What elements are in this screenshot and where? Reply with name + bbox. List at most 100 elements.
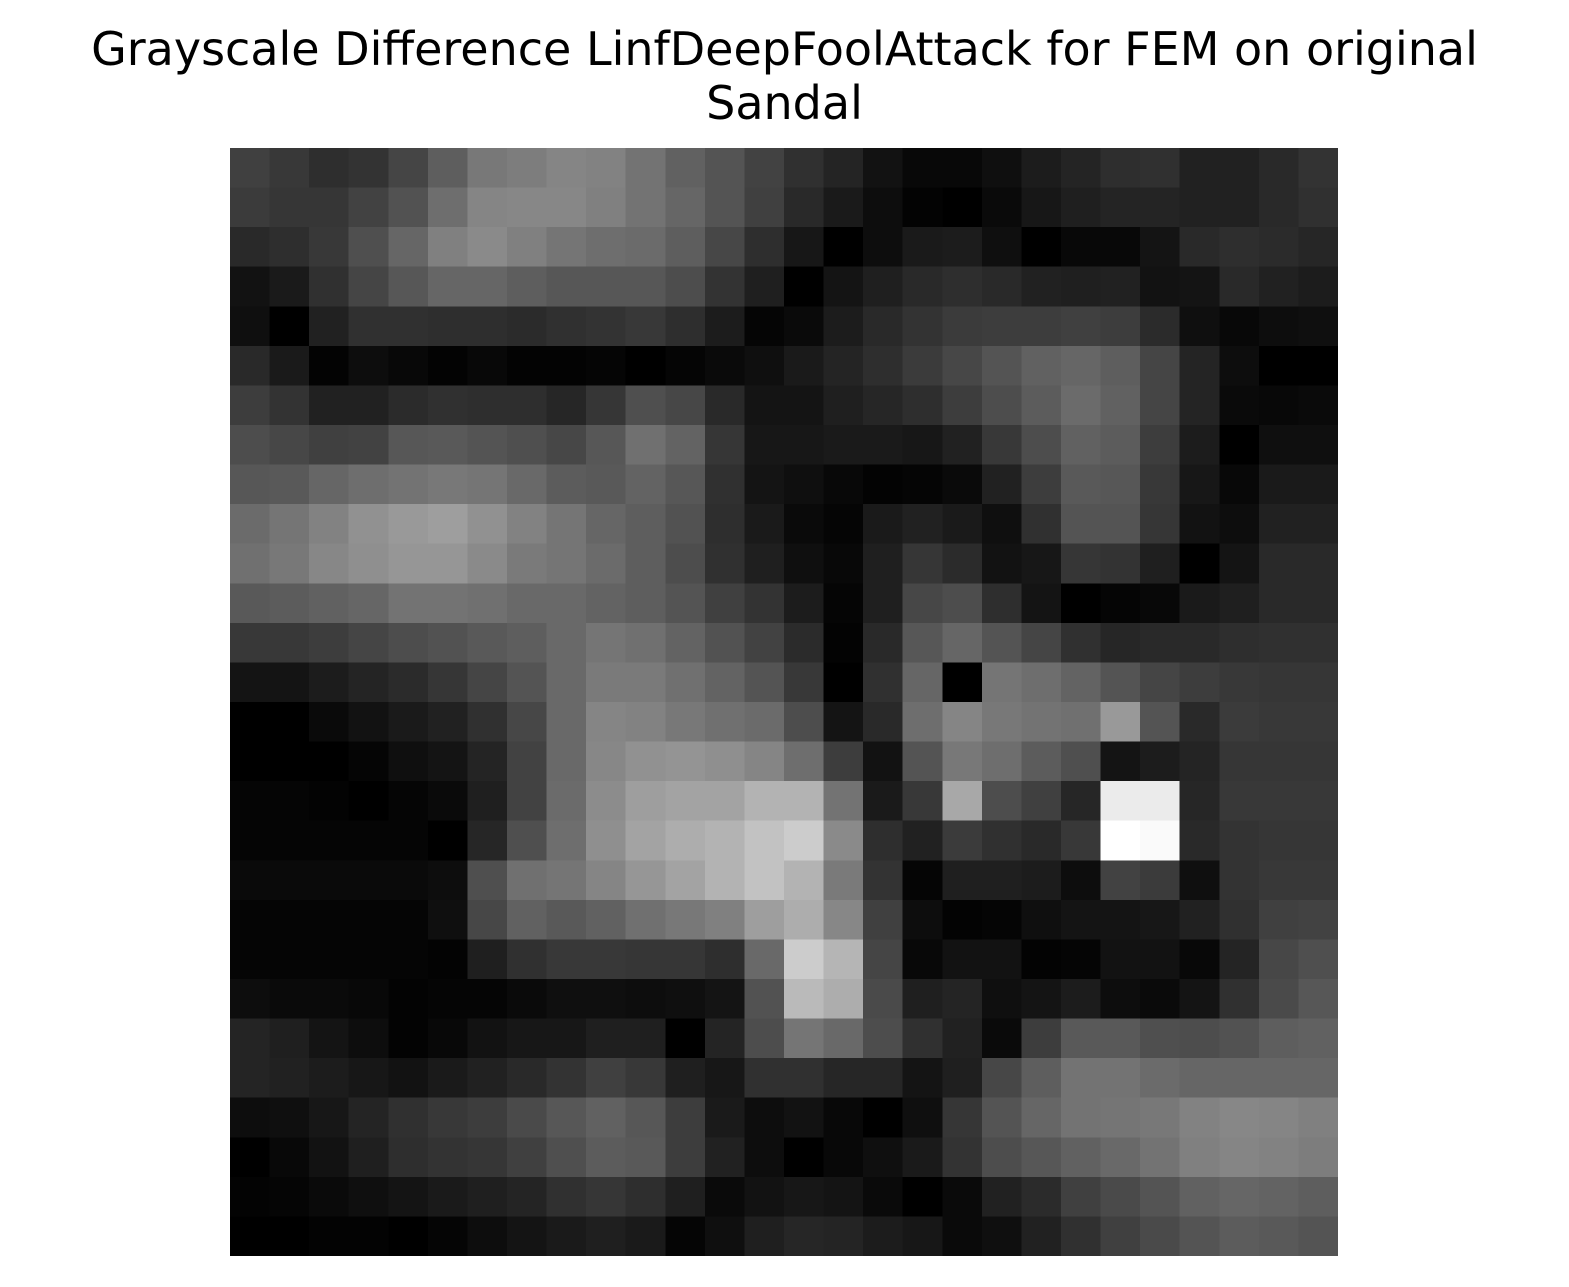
heatmap-cell	[902, 583, 943, 624]
heatmap-cell	[1140, 662, 1181, 703]
heatmap-cell	[784, 266, 825, 307]
heatmap-cell	[1258, 622, 1300, 664]
heatmap-cell	[507, 583, 548, 624]
heatmap-cell	[744, 266, 785, 307]
heatmap-cell	[902, 266, 943, 307]
heatmap-cell	[665, 1058, 706, 1099]
heatmap-cell	[902, 227, 943, 268]
heatmap-cell	[665, 702, 706, 743]
heatmap-cell	[902, 464, 943, 505]
heatmap-cell	[744, 741, 785, 782]
heatmap-cell	[427, 266, 469, 307]
heatmap-cell	[348, 187, 389, 228]
heatmap-cell	[269, 1176, 310, 1218]
heatmap-cell	[427, 741, 469, 782]
heatmap-cell	[823, 345, 864, 387]
heatmap-cell	[586, 306, 627, 347]
heatmap-cell	[230, 820, 271, 861]
heatmap-cell	[863, 1216, 904, 1256]
heatmap-cell	[507, 266, 548, 307]
heatmap-cell	[1258, 385, 1300, 426]
heatmap-cell	[388, 425, 429, 466]
heatmap-cell	[744, 1058, 785, 1099]
heatmap-cell	[902, 1216, 943, 1256]
heatmap-cell	[427, 860, 469, 901]
heatmap-cell	[625, 702, 666, 743]
heatmap-cell	[269, 543, 310, 584]
heatmap-cell	[1021, 543, 1062, 584]
heatmap-cell	[704, 939, 746, 980]
heatmap-cell	[665, 306, 706, 347]
heatmap-cell	[507, 1018, 548, 1059]
heatmap-cell	[1179, 820, 1220, 861]
heatmap-cell	[744, 781, 785, 822]
heatmap-cell	[1298, 1176, 1338, 1218]
heatmap-cell	[625, 345, 666, 387]
heatmap-cell	[784, 741, 825, 782]
heatmap-cell	[269, 227, 310, 268]
heatmap-cell	[1179, 899, 1220, 941]
heatmap-cell	[467, 306, 508, 347]
heatmap-cell	[1061, 939, 1102, 980]
heatmap-cell	[269, 266, 310, 307]
heatmap-cell	[309, 543, 350, 584]
heatmap-cell	[863, 266, 904, 307]
heatmap-cell	[388, 306, 429, 347]
heatmap-cell	[625, 820, 666, 861]
heatmap-cell	[388, 860, 429, 901]
heatmap-cell	[1298, 425, 1338, 466]
heatmap-cell	[1021, 1176, 1062, 1218]
heatmap-cell	[981, 939, 1023, 980]
heatmap-cell	[348, 939, 389, 980]
heatmap-cell	[1100, 899, 1141, 941]
heatmap-cell	[625, 187, 666, 228]
heatmap-cell	[1219, 820, 1260, 861]
heatmap-cell	[863, 1058, 904, 1099]
heatmap-cell	[230, 148, 271, 189]
heatmap-cell	[427, 425, 469, 466]
heatmap-cell	[427, 979, 469, 1020]
heatmap-cell	[625, 1058, 666, 1099]
heatmap-cell	[348, 227, 389, 268]
heatmap-cell	[348, 741, 389, 782]
heatmap-cell	[1298, 1018, 1338, 1059]
heatmap-cell	[981, 306, 1023, 347]
heatmap-cell	[388, 622, 429, 664]
heatmap-cell	[981, 781, 1023, 822]
heatmap-cell	[1219, 979, 1260, 1020]
heatmap-cell	[467, 622, 508, 664]
heatmap-cell	[427, 1058, 469, 1099]
heatmap-cell	[744, 187, 785, 228]
heatmap-cell	[427, 187, 469, 228]
heatmap-cell	[586, 385, 627, 426]
heatmap-cell	[1298, 979, 1338, 1020]
heatmap-cell	[546, 820, 587, 861]
heatmap-cell	[784, 543, 825, 584]
heatmap-cell	[1100, 543, 1141, 584]
heatmap-cell	[625, 622, 666, 664]
heatmap-cell	[1100, 1097, 1141, 1138]
heatmap-cell	[1179, 1137, 1220, 1178]
heatmap-cell	[1100, 306, 1141, 347]
heatmap-cell	[1258, 741, 1300, 782]
heatmap-cell	[269, 622, 310, 664]
heatmap-cell	[1021, 306, 1062, 347]
heatmap-cell	[507, 939, 548, 980]
heatmap-cell	[823, 306, 864, 347]
heatmap-cell	[586, 662, 627, 703]
heatmap-cell	[981, 583, 1023, 624]
heatmap-cell	[309, 187, 350, 228]
heatmap-cell	[1061, 781, 1102, 822]
heatmap-cell	[309, 227, 350, 268]
heatmap-cell	[309, 1176, 350, 1218]
heatmap-cell	[348, 543, 389, 584]
heatmap-cell	[744, 543, 785, 584]
heatmap-cell	[1021, 385, 1062, 426]
heatmap-cell	[1179, 1018, 1220, 1059]
heatmap-cell	[784, 979, 825, 1020]
heatmap-cell	[863, 543, 904, 584]
heatmap-cell	[269, 939, 310, 980]
heatmap-cell	[1258, 227, 1300, 268]
heatmap-cell	[902, 504, 943, 545]
heatmap-cell	[230, 1097, 271, 1138]
